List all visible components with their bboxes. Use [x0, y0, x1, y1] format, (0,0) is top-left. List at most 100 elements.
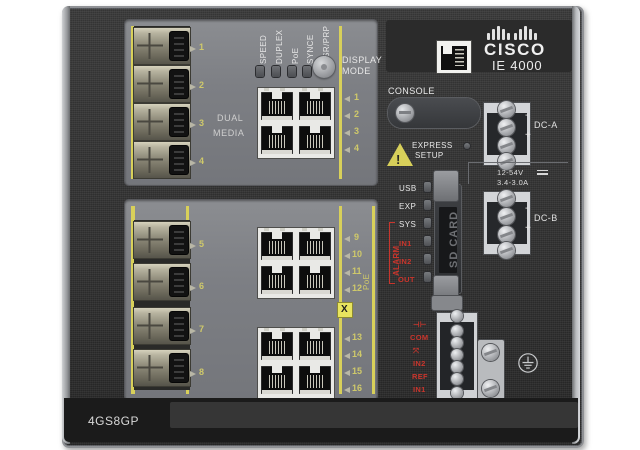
sd-card-slot[interactable]: [435, 185, 461, 293]
rj45-port-15[interactable]: [261, 366, 293, 394]
led-speed: [256, 66, 264, 77]
led-in1: [424, 236, 431, 246]
chassis-left-edge: [62, 6, 70, 444]
sfp-port-6[interactable]: [134, 264, 190, 300]
top-right-hatch: [386, 20, 572, 72]
sd-card-label: SD CARD: [448, 210, 460, 268]
alarm-label-com: COM: [410, 333, 429, 342]
dc-symbol-icon: [537, 170, 548, 171]
dc-a-label: DC-A: [534, 120, 558, 130]
alarm-label-no: ⊣⊢: [413, 320, 427, 329]
ground-lug[interactable]: [478, 340, 504, 402]
dc-a-minus: -: [525, 110, 529, 121]
rj45-block-bottom-lower: [258, 328, 334, 398]
dc-b-terminal-block[interactable]: [484, 190, 530, 259]
poe-x-glyph: X: [341, 304, 348, 315]
console-port[interactable]: [437, 41, 471, 73]
rj45-port-2[interactable]: [299, 92, 331, 120]
sfp-cage-column-top: [134, 26, 190, 179]
rj45-port-label-12: 12: [352, 283, 363, 293]
sfp-5-led-arrow-icon: [190, 243, 196, 249]
sfp-port-1[interactable]: [134, 28, 190, 64]
sfp-port-2[interactable]: [134, 66, 190, 102]
alarm-terminal-block[interactable]: [437, 310, 477, 399]
dc-symbol-icon-2: [537, 173, 548, 175]
sfp-port-8[interactable]: [134, 350, 190, 386]
bottom-vent-strip: [170, 402, 578, 428]
rj45-port-1[interactable]: [261, 92, 293, 120]
rj45-1-led-arrow-icon: [344, 96, 350, 102]
panel-top-accent-left: [131, 26, 135, 179]
rj45-port-4[interactable]: [299, 126, 331, 154]
rj45-port-label-14: 14: [352, 349, 363, 359]
alarm-label-in2: IN2: [413, 359, 426, 368]
panel-top-accent-far-right: [339, 26, 342, 179]
sfp-cage-column-bottom: [134, 220, 190, 390]
dc-a-terminal-block[interactable]: [484, 101, 530, 170]
sfp-port-label-8: 8: [199, 367, 205, 377]
rj45-port-12[interactable]: [299, 266, 331, 294]
panel-bot-accent-edge: [372, 206, 375, 394]
status-led-label-sys: SYS: [399, 220, 417, 229]
led-out: [424, 272, 431, 282]
dual-media-label-line2: MEDIA: [213, 128, 245, 138]
power-current-rating: 3.4-3.0A: [497, 178, 529, 187]
brand-name: CISCO: [484, 40, 546, 59]
display-mode-label-line1: DISPLAY: [342, 55, 383, 65]
led-sys: [424, 218, 431, 228]
sfp-port-7[interactable]: [134, 308, 190, 344]
display-mode-label-line2: MODE: [342, 66, 371, 76]
rj45-14-led-arrow-icon: [344, 353, 350, 359]
led-in2: [424, 254, 431, 264]
display-mode-button[interactable]: [313, 56, 335, 78]
sfp-6-led-arrow-icon: [190, 285, 196, 291]
rj45-port-13[interactable]: [261, 332, 293, 360]
rj45-block-bottom-upper: [258, 228, 334, 298]
sfp-1-led-arrow-icon: [190, 46, 196, 52]
rj45-port-14[interactable]: [299, 332, 331, 360]
sfp-port-4[interactable]: [134, 142, 190, 178]
sfp-port-3[interactable]: [134, 104, 190, 140]
poe-label: PoE: [362, 273, 371, 290]
status-led-label-out: OUT: [398, 275, 415, 284]
sfp-port-label-7: 7: [199, 324, 205, 334]
rj45-port-label-9: 9: [354, 232, 360, 242]
status-led-label-exp: EXP: [399, 202, 417, 211]
power-divider-tick: [468, 162, 469, 184]
alarm-label-ref: REF: [412, 372, 428, 381]
sd-card-latch-top[interactable]: [434, 171, 458, 201]
rj45-3-led-arrow-icon: [344, 130, 350, 136]
rj45-block-top: [258, 88, 334, 158]
rj45-port-10[interactable]: [299, 232, 331, 260]
rj45-port-label-15: 15: [352, 366, 363, 376]
alarm-label-nc: ⤧: [413, 346, 420, 355]
power-voltage-rating: 12-54V: [497, 168, 524, 177]
rj45-port-label-16: 16: [352, 383, 363, 393]
express-setup-button[interactable]: [388, 98, 480, 128]
dc-a-plus: +: [525, 130, 532, 141]
sfp-port-5[interactable]: [134, 222, 190, 258]
led-label-synce: SYNCE: [306, 34, 315, 64]
rj45-port-label-4: 4: [354, 143, 360, 153]
sfp-8-led-arrow-icon: [190, 371, 196, 377]
sfp-port-label-3: 3: [199, 118, 205, 128]
rj45-port-16[interactable]: [299, 366, 331, 394]
sfp-port-label-6: 6: [199, 281, 205, 291]
rj45-port-11[interactable]: [261, 266, 293, 294]
alarm-group-bracket: [389, 222, 395, 284]
rj45-port-9[interactable]: [261, 232, 293, 260]
model-code-label: 4GS8GP: [88, 414, 140, 428]
rj45-4-led-arrow-icon: [344, 147, 350, 153]
rj45-port-label-10: 10: [352, 249, 363, 259]
rj45-port-label-1: 1: [354, 92, 360, 102]
led-poe: [288, 66, 296, 77]
sfp-port-label-5: 5: [199, 239, 205, 249]
rj45-2-led-arrow-icon: [344, 113, 350, 119]
dual-media-label-line1: DUAL: [217, 113, 244, 123]
rj45-port-3[interactable]: [261, 126, 293, 154]
led-label-duplex: DUPLEX: [275, 29, 284, 64]
sfp-port-label-4: 4: [199, 156, 205, 166]
sfp-port-label-1: 1: [199, 42, 205, 52]
status-led-label-in1: IN1: [399, 239, 412, 248]
